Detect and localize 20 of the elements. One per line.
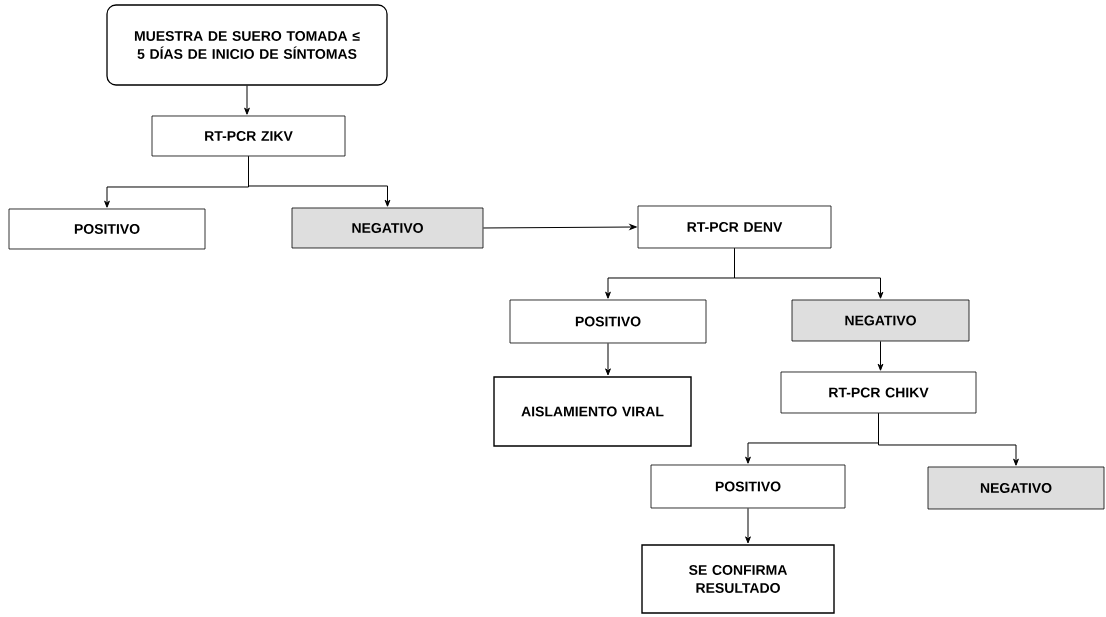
arrow bbox=[878, 412, 1019, 466]
process-box: RT-PCR DENV bbox=[637, 205, 832, 249]
process-box: POSITIVO bbox=[8, 208, 206, 250]
result-box: NEGATIVO bbox=[927, 466, 1105, 510]
result-box: NEGATIVO bbox=[791, 299, 970, 342]
process-box: RT-PCR CHIKV bbox=[780, 371, 977, 414]
process-box: RT-PCR ZIKV bbox=[151, 115, 346, 157]
arrow bbox=[734, 247, 884, 299]
outcome-box: SE CONFIRMA RESULTADO bbox=[641, 544, 835, 614]
result-box: NEGATIVO bbox=[291, 207, 484, 249]
arrow bbox=[482, 224, 637, 230]
start-box: MUESTRA DE SUERO TOMADA ≤ 5 DÍAS DE INICIO DE SÍNTOMAS bbox=[106, 4, 388, 86]
process-box: POSITIVO bbox=[509, 299, 707, 344]
outcome-box: AISLAMIENTO VIRAL bbox=[493, 376, 692, 447]
process-box: POSITIVO bbox=[650, 464, 846, 509]
arrow bbox=[248, 155, 391, 207]
arrow bbox=[244, 85, 250, 115]
arrow bbox=[877, 340, 884, 371]
arrow bbox=[605, 342, 611, 376]
arrow bbox=[745, 507, 751, 544]
